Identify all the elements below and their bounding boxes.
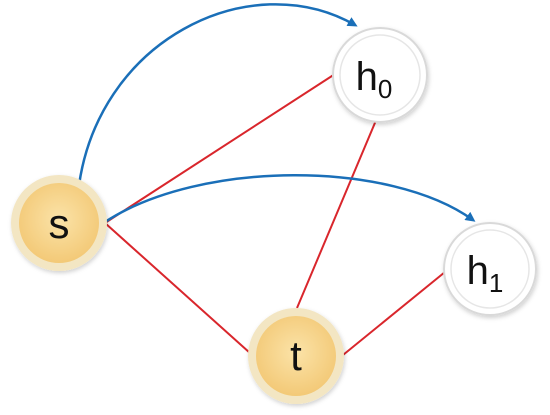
node-h1-letter: h <box>467 249 489 293</box>
node-h0-subscript: 0 <box>378 74 392 104</box>
node-s-label: s <box>49 200 70 247</box>
edge-t-h0 <box>296 117 378 309</box>
node-h1-subscript: 1 <box>489 268 503 298</box>
arrow-s-h1 <box>104 174 476 224</box>
node-h0 <box>332 27 428 123</box>
node-s <box>11 175 107 271</box>
edge-s-t <box>104 222 251 354</box>
node-t-label: t <box>290 332 302 379</box>
arrow-s-h0 <box>76 3 358 194</box>
node-h0-label: h0 <box>356 55 393 104</box>
edge-s-h0 <box>104 73 336 224</box>
node-t <box>248 308 344 404</box>
edge-t-h1 <box>342 271 446 356</box>
node-h1 <box>443 222 537 316</box>
node-h0-letter: h <box>356 55 378 99</box>
node-h1-label: h1 <box>467 249 504 298</box>
